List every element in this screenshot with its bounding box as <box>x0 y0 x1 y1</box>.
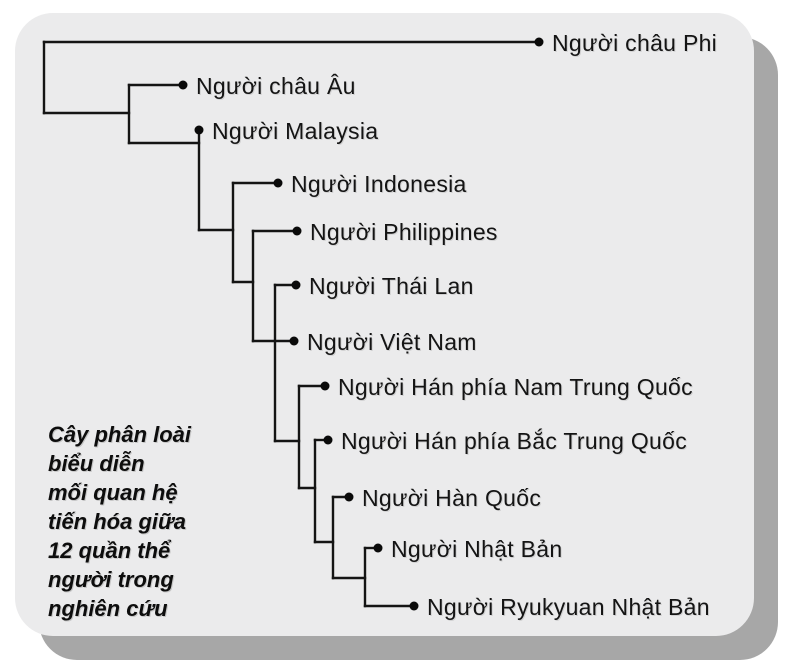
leaf-label: Người Ryukyuan Nhật Bản <box>427 594 710 620</box>
leaf-label: Người Hán phía Bắc Trung Quốc <box>341 428 688 454</box>
leaf-label: Người Việt Nam <box>307 329 477 355</box>
figure-caption: Cây phân loài biểu diễn mối quan hệ tiến hó… <box>48 420 278 623</box>
caption-line: Cây phân loài <box>48 422 192 447</box>
leaf-label: Người châu Âu <box>196 73 356 99</box>
leaf-label: Người châu Phi <box>552 30 718 56</box>
figure-card <box>15 13 754 636</box>
leaf-label: Người Nhật Bản <box>391 536 563 562</box>
leaf-label: Người Thái Lan <box>309 273 474 299</box>
caption-line: người trong <box>48 567 174 592</box>
leaf-label: Người Hàn Quốc <box>362 485 542 511</box>
caption-line: mối quan hệ <box>48 480 178 505</box>
leaf-label: Người Philippines <box>310 219 498 245</box>
caption-line: biểu diễn <box>48 451 145 476</box>
leaf-label: Người Indonesia <box>291 171 467 197</box>
leaf-label: Người Malaysia <box>212 118 379 144</box>
caption-line: tiến hóa giữa <box>48 509 186 534</box>
leaf-label: Người Hán phía Nam Trung Quốc <box>338 374 693 400</box>
caption-line: 12 quần thể <box>48 538 171 563</box>
caption-line: nghiên cứu <box>48 596 168 621</box>
